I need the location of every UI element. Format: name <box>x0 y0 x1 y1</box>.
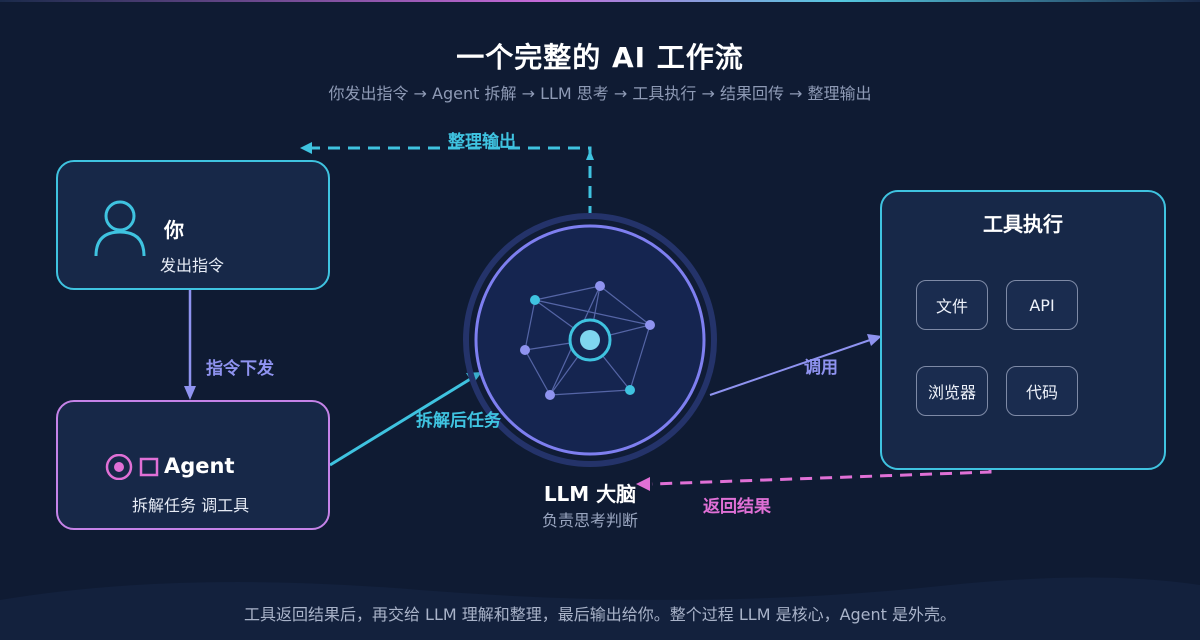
you-description: 发出指令 <box>160 256 225 275</box>
tool-chip-code[interactable]: 代码 <box>1006 366 1078 416</box>
tools-card[interactable]: 工具执行 文件 API 浏览器 代码 <box>880 190 1166 470</box>
agent-card[interactable]: Agent 拆解任务 调工具 <box>56 400 330 530</box>
agent-icon <box>105 454 159 480</box>
command-down-flow-label: 指令下发 <box>206 359 274 379</box>
tool-chip-file[interactable]: 文件 <box>916 280 988 330</box>
footer-note: 工具返回结果后，再交给 LLM 理解和整理，最后输出给你。整个过程 LLM 是核… <box>243 605 957 624</box>
tool-chip-browser[interactable]: 浏览器 <box>916 366 988 416</box>
top-accent-line <box>0 0 1200 2</box>
invoke-flow-label: 调用 <box>804 358 838 378</box>
split-task-flow-label: 拆解后任务 <box>416 411 501 431</box>
tool-chip-api[interactable]: API <box>1006 280 1078 330</box>
output-arrow <box>300 142 594 218</box>
llm-description: 负责思考判断 <box>541 511 638 530</box>
output-flow-label: 整理输出 <box>448 132 516 152</box>
invoke-arrow <box>709 334 882 396</box>
return-result-arrow <box>636 470 992 491</box>
llm-brain-core <box>458 208 722 472</box>
you-label: 你 <box>164 218 184 242</box>
you-card[interactable]: 你 发出指令 <box>56 160 330 290</box>
command-down-arrow <box>184 290 196 400</box>
return-result-flow-label: 返回结果 <box>703 497 771 517</box>
tools-title: 工具执行 <box>983 212 1063 236</box>
agent-description: 拆解任务 调工具 <box>132 496 250 515</box>
agent-label: Agent <box>164 454 235 478</box>
network-brain-icon <box>520 281 655 400</box>
person-icon <box>94 200 146 257</box>
page-title: 一个完整的 AI 工作流 <box>456 41 744 74</box>
page-subtitle: 你发出指令 → Agent 拆解 → LLM 思考 → 工具执行 → 结果回传 … <box>328 84 872 103</box>
llm-label: LLM 大脑 <box>543 482 637 506</box>
